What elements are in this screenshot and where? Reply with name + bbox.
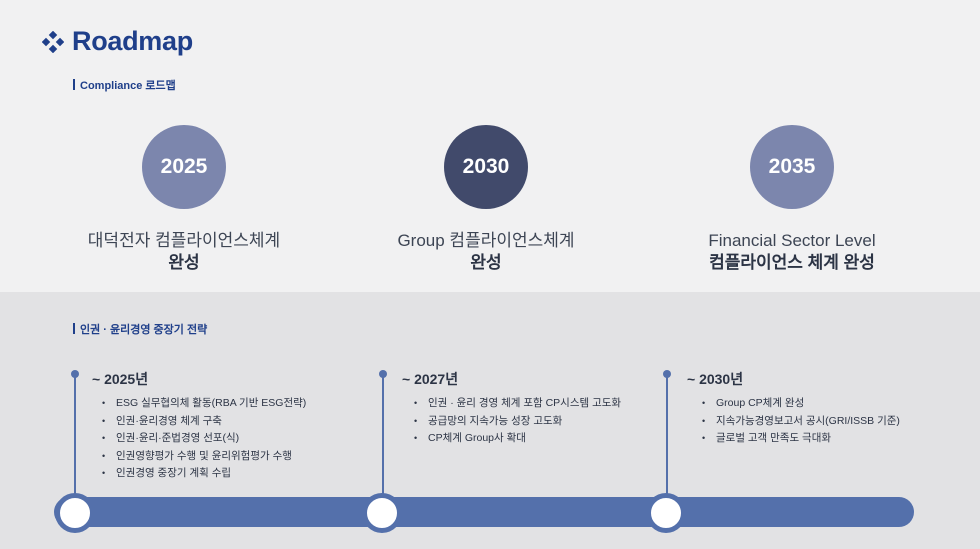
strategy-item-list: 인권 · 윤리 경영 체계 포함 CP시스템 고도화 공급망의 지속가능 성장 … <box>414 395 621 448</box>
milestone-goal-line1: 대덕전자 컴플라이언스체계 <box>87 231 281 250</box>
list-item: 인권경영 중장기 계획 수립 <box>102 465 306 483</box>
diamond-cluster-icon <box>42 30 64 53</box>
compliance-roadmap-subtitle: Compliance 로드맵 <box>73 77 176 93</box>
list-item: Group CP체계 완성 <box>702 395 900 413</box>
milestone-goal-2030: Group 컴플라이언스체계 완성 <box>336 230 636 274</box>
milestone-goal-line1: Group 컴플라이언스체계 <box>397 231 575 250</box>
list-item: 공급망의 지속가능 성장 고도화 <box>414 413 621 431</box>
milestone-goal-2025: 대덕전자 컴플라이언스체계 완성 <box>34 230 334 274</box>
strategy-item-list: ESG 실무협의체 활동(RBA 기반 ESG전략) 인권·윤리경영 체계 구축… <box>102 395 306 483</box>
milestone-circle-2035: 2035 <box>750 125 834 209</box>
strategy-period-heading: ~ 2027년 <box>402 371 459 387</box>
milestone-goal-line2: 완성 <box>168 253 200 272</box>
timeline-connector <box>666 374 668 498</box>
list-item: CP체계 Group사 확대 <box>414 430 621 448</box>
timeline-node <box>646 493 686 533</box>
list-item: 인권영향평가 수행 및 윤리위험평가 수행 <box>102 448 306 466</box>
milestone-goal-line2: 컴플라이언스 체계 완성 <box>709 253 875 272</box>
milestone-goal-2035: Financial Sector Level 컴플라이언스 체계 완성 <box>642 230 942 274</box>
milestone-circle-2025: 2025 <box>142 125 226 209</box>
milestone-goal-line1: Financial Sector Level <box>708 231 876 250</box>
list-item: 인권 · 윤리 경영 체계 포함 CP시스템 고도화 <box>414 395 621 413</box>
timeline-connector <box>74 374 76 498</box>
timeline-node <box>362 493 402 533</box>
page-title: Roadmap <box>42 26 193 57</box>
list-item: 지속가능경영보고서 공시(GRI/ISSB 기준) <box>702 413 900 431</box>
list-item: 인권·윤리경영 체계 구축 <box>102 413 306 431</box>
timeline-node <box>55 493 95 533</box>
strategy-subtitle: 인권 · 윤리경영 중장기 전략 <box>73 321 207 337</box>
strategy-period-heading: ~ 2025년 <box>92 371 149 387</box>
list-item: 글로벌 고객 만족도 극대화 <box>702 430 900 448</box>
timeline-track <box>54 497 914 527</box>
timeline-connector <box>382 374 384 498</box>
strategy-item-list: Group CP체계 완성 지속가능경영보고서 공시(GRI/ISSB 기준) … <box>702 395 900 448</box>
milestone-goal-line2: 완성 <box>470 253 502 272</box>
list-item: ESG 실무협의체 활동(RBA 기반 ESG전략) <box>102 395 306 413</box>
list-item: 인권·윤리·준법경영 선포(식) <box>102 430 306 448</box>
strategy-period-heading: ~ 2030년 <box>687 371 744 387</box>
milestone-circle-2030: 2030 <box>444 125 528 209</box>
page-title-text: Roadmap <box>72 26 193 56</box>
